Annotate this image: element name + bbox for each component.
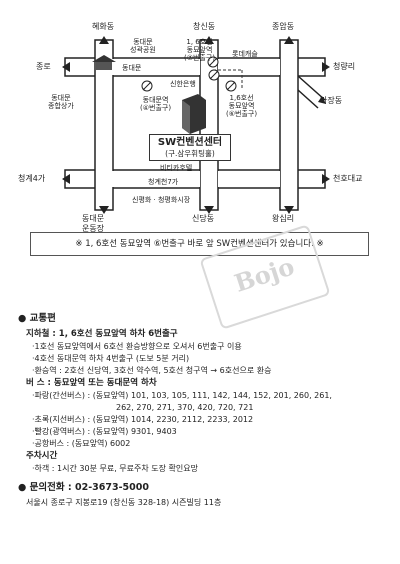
label-dongdaemun-gate: 동대문 성곽공원 [130, 38, 156, 54]
convention-center-subname: (구.삼우휘팅홀) [165, 149, 215, 158]
exit-notice: ※ 1, 6호선 동묘앞역 ⑥번출구 바로 앞 SW컨벤션센터가 있습니다. ※ [30, 232, 369, 256]
subway-marker-exit7-icon [207, 56, 219, 68]
bus-line-3: ·빨강(광역버스) : (동묘앞역) 9301, 9403 [32, 427, 177, 436]
subway-marker-exit6-icon [208, 69, 220, 81]
arrow-right-bottom-icon [322, 174, 330, 184]
subway-marker-exit6b-icon [225, 80, 237, 92]
label-cheongnyangni: 청량리 [333, 62, 356, 71]
subway-marker-dongdaemun-icon [141, 80, 153, 92]
parking-label: 주차시간 [26, 451, 58, 461]
label-wangsimni: 왕십리 [272, 214, 295, 223]
subway-line-1: ·1호선 동묘앞역에서 6호선 환승방향으로 오셔서 6번출구 이용 [32, 342, 242, 351]
location-map: 혜화동 창신동 종암동 청량리 마장동 종로 동대문 동대문 성곽공원 1, 6… [0, 0, 400, 260]
arrow-up-left-icon [99, 36, 109, 44]
label-majang: 마장동 [320, 96, 343, 105]
bus-line-2: ·초록(지선버스) : (동묘앞역) 1014, 2230, 2112, 223… [32, 415, 254, 424]
bus-line-4: ·공항버스 : (동묘앞역) 6002 [32, 439, 131, 448]
bus-label: 버 스 : 동묘앞역 또는 동대문역 하차 [26, 378, 157, 388]
arrow-down-center-icon [204, 206, 214, 214]
label-jongam: 종암동 [272, 22, 295, 31]
label-cheonggye7: 청계천7가 [148, 178, 179, 186]
label-sinpyeong: 신평화 · 청평화시장 [132, 196, 191, 204]
arrow-majang-icon [318, 96, 326, 104]
majang-diagonal [297, 75, 326, 101]
arrow-right-top-icon [322, 62, 330, 72]
parking-line: ·하객 : 1시간 30분 무료, 무료주차 도장 확인요망 [32, 464, 198, 473]
label-sinhan: 신한은행 [170, 80, 196, 88]
contact-heading: ● 문의전화 : 02-3673-5000 [18, 482, 149, 493]
arrow-up-right-icon [284, 36, 294, 44]
info-section: ● 교통편 지하철 : 1, 6호선 동묘앞역 하차 6번출구 ·1호선 동묘앞… [18, 312, 388, 509]
contact-address: 서울시 종로구 지봉로19 (창신동 328-18) 시즌빌딩 11층 [26, 498, 222, 507]
arrow-up-center-icon [204, 36, 214, 44]
bus-line-1: ·파랑(간선버스) : (동묘앞역) 101, 103, 105, 111, 1… [32, 391, 332, 400]
label-jongno: 종로 [36, 62, 51, 71]
convention-center-name: SW컨벤션센터 [157, 137, 223, 148]
bus-line-1-cont: 262, 270, 271, 370, 420, 720, 721 [116, 403, 254, 412]
label-hotel: 비티카호텔 [160, 164, 193, 172]
arrow-left-top-icon [62, 62, 70, 72]
label-dongdaemun-station: 동대문역 (④번출구) [140, 96, 172, 112]
convention-building-icon [182, 94, 206, 134]
arrow-down-right-icon [284, 206, 294, 214]
label-sindang: 신당동 [192, 214, 215, 223]
subway-line-2: ·4호선 동대문역 하차 4번출구 (도보 5분 거리) [32, 354, 190, 363]
convention-center-label: SW컨벤션센터 (구.삼우휘팅홀) [149, 134, 231, 161]
subway-line-3: ·환승역 : 2호선 신당역, 3호선 약수역, 5호선 청구역 → 6호선으로… [32, 366, 272, 375]
dongdaemun-gate-icon [96, 60, 112, 70]
label-dongdaemun-stadium: 동대문 운동장 [82, 214, 105, 233]
label-cheonggye4: 청계4가 [18, 174, 46, 183]
arrow-down-left-icon [99, 206, 109, 214]
road-map-graphic [62, 36, 330, 214]
label-dongmyo-exit6: 1,6호선 동묘앞역 (⑥번출구) [226, 94, 258, 118]
label-hyehwa: 혜화동 [92, 22, 115, 31]
label-dongmyo-exit7: 1, 6호선 동묘앞역 (⑦번출구) [184, 38, 216, 62]
label-cheonho: 천호대교 [333, 174, 363, 183]
label-dongdaemun-mall: 동대문 종합상가 [48, 94, 74, 110]
label-lotte: 롯데캐슬 [232, 50, 258, 58]
arrow-left-bottom-icon [62, 174, 70, 184]
subway-label: 지하철 : 1, 6호선 동묘앞역 하차 6번출구 [26, 329, 178, 339]
traffic-heading: ● 교통편 [18, 313, 56, 324]
label-dongdaemun-top: 동대문 [122, 64, 142, 72]
label-changsin: 창신동 [193, 22, 216, 31]
